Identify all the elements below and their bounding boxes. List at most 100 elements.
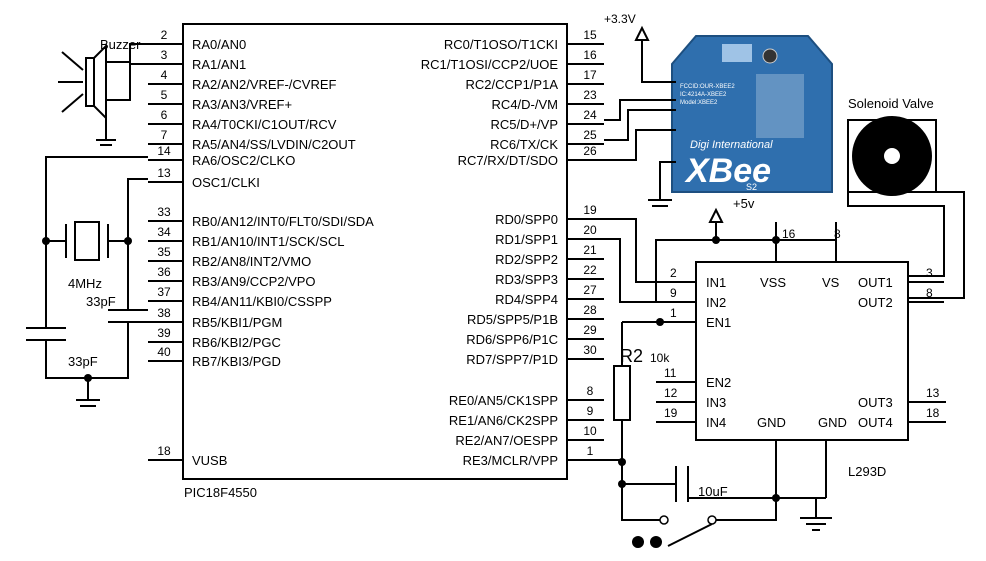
mcu-pin-number: 8 [587,384,594,398]
svg-text:IN4: IN4 [706,415,726,430]
cap-lower-value: 33pF [68,354,98,369]
mcu-pin-number: 1 [587,444,594,458]
buzzer-cone [93,43,107,121]
mcu-pin-number: 26 [583,144,597,158]
svg-text:OUT2: OUT2 [858,295,893,310]
supply-3v3-label: +3.3V [604,12,636,26]
svg-text:VSS: VSS [760,275,786,290]
mcu-pin-number: 23 [583,88,597,102]
mcu-pin-label: OSC1/CLKI [192,175,260,190]
mcu-pin-number: 17 [583,68,597,82]
mcu-pin-label: RE2/AN7/OESPP [455,433,558,448]
mcu-pin-label: RB1/AN10/INT1/SCK/SCL [192,234,344,249]
mcu-pin-label: RC0/T1OSO/T1CKI [444,37,558,52]
svg-text:16: 16 [782,227,796,241]
mcu-pin-label: RC7/RX/DT/SDO [458,153,558,168]
mcu-pin-label: RE0/AN5/CK1SPP [449,393,558,408]
svg-text:IN1: IN1 [706,275,726,290]
svg-text:IN2: IN2 [706,295,726,310]
mcu-pin-number: 35 [157,245,171,259]
mcu-pin-number: 4 [161,68,168,82]
svg-text:12: 12 [664,386,678,400]
mcu-pin-number: 33 [157,205,171,219]
pic18f4550-chip: 2RA0/AN03RA1/AN14RA2/AN2/VREF-/CVREF5RA3… [148,23,604,500]
cap-reset-value: 10uF [698,484,728,499]
svg-text:FCCID:OUR-XBEE2: FCCID:OUR-XBEE2 [680,84,735,90]
mcu-pin-number: 5 [161,88,168,102]
supply-3v3: +3.3V [604,12,676,83]
svg-text:EN1: EN1 [706,315,731,330]
buzzer: Buzzer [58,37,148,146]
oscillator-circuit: 4MHz 33pF 33pF [26,156,148,407]
mcu-pin-number: 27 [583,283,597,297]
buzzer-body [85,57,95,107]
svg-text:9: 9 [670,286,677,300]
svg-text:11: 11 [664,366,677,380]
mcu-pin-number: 25 [583,128,597,142]
resistor-label: R2 [620,346,643,366]
solenoid-valve: Solenoid Valve [847,96,965,299]
svg-text:IN3: IN3 [706,395,726,410]
mcu-part-name: PIC18F4550 [184,485,257,500]
mcu-pin-number: 21 [583,243,597,257]
mcu-pin-label: RB6/KBI2/PGC [192,335,281,350]
mcu-pin-label: RB7/KBI3/PGD [192,354,281,369]
mcu-pin-label: RC5/D+/VP [490,117,558,132]
mcu-pin-number: 20 [583,223,597,237]
reset-network: R2 10k 10uF [604,322,826,548]
mcu-pin-label: RD2/SPP2 [495,252,558,267]
mcu-pin-label: RB4/AN11/KBI0/CSSPP [192,294,332,309]
mcu-right-pins: 15RC0/T1OSO/T1CKI16RC1/T1OSI/CCP2/UOE17R… [421,28,604,468]
xbee-series: S2 [746,182,757,192]
mcu-pin-number: 3 [161,48,168,62]
mcu-pin-label: RD7/SPP7/P1D [466,352,558,367]
mcu-pin-number: 39 [157,326,171,340]
mcu-pin-label: RC6/TX/CK [490,137,558,152]
mcu-pin-number: 7 [161,128,168,142]
mcu-pin-label: RD6/SPP6/P1C [466,332,558,347]
mcu-pin-label: RD4/SPP4 [495,292,558,307]
mcu-pin-number: 30 [583,343,597,357]
mcu-pin-label: RA1/AN1 [192,57,246,72]
mcu-pin-label: RB3/AN9/CCP2/VPO [192,274,316,289]
mcu-pin-number: 19 [583,203,597,217]
mcu-pin-number: 22 [583,263,597,277]
l293d-driver: L293D IN1 IN2 EN1 EN2 IN3 IN4 VSS VS OUT… [656,222,946,498]
mcu-pin-number: 6 [161,108,168,122]
svg-text:OUT4: OUT4 [858,415,893,430]
resistor-r2 [613,365,631,421]
svg-text:OUT3: OUT3 [858,395,893,410]
svg-text:OUT1: OUT1 [858,275,893,290]
svg-text:8: 8 [926,286,933,300]
crystal [74,221,100,261]
mcu-pin-number: 2 [161,28,168,42]
svg-text:18: 18 [926,406,940,420]
svg-text:EN2: EN2 [706,375,731,390]
driver-part-name: L293D [848,464,886,479]
mcu-pin-label: RB5/KBI1/PGM [192,315,282,330]
mcu-pin-label: RA0/AN0 [192,37,246,52]
resistor-value: 10k [650,351,670,365]
mcu-pin-number: 9 [587,404,594,418]
mcu-pin-number: 15 [583,28,597,42]
mcu-left-pins: 2RA0/AN03RA1/AN14RA2/AN2/VREF-/CVREF5RA3… [148,28,374,468]
svg-text:VS: VS [822,275,840,290]
mcu-pin-number: 28 [583,303,597,317]
mcu-pin-number: 24 [583,108,597,122]
mcu-pin-label: RA4/T0CKI/C1OUT/RCV [192,117,337,132]
mcu-pin-label: RD5/SPP5/P1B [467,312,558,327]
xbee-board [671,35,833,193]
xbee-brand: Digi International [690,139,773,151]
xbee-module: FCCID:OUR-XBEE2 IC:4214A-XBEE2 Model:XBE… [671,35,833,193]
reset-switch [667,523,713,547]
mcu-pin-label: RD1/SPP1 [495,232,558,247]
mcu-pin-number: 34 [157,225,171,239]
mcu-pin-label: VUSB [192,453,227,468]
mcu-pin-label: RC2/CCP1/P1A [466,77,559,92]
mcu-pin-label: RD3/SPP3 [495,272,558,287]
svg-text:2: 2 [670,266,677,280]
svg-text:19: 19 [664,406,678,420]
mcu-pin-label: RB0/AN12/INT0/FLT0/SDI/SDA [192,214,374,229]
supply-5v-label: +5v [733,196,755,211]
